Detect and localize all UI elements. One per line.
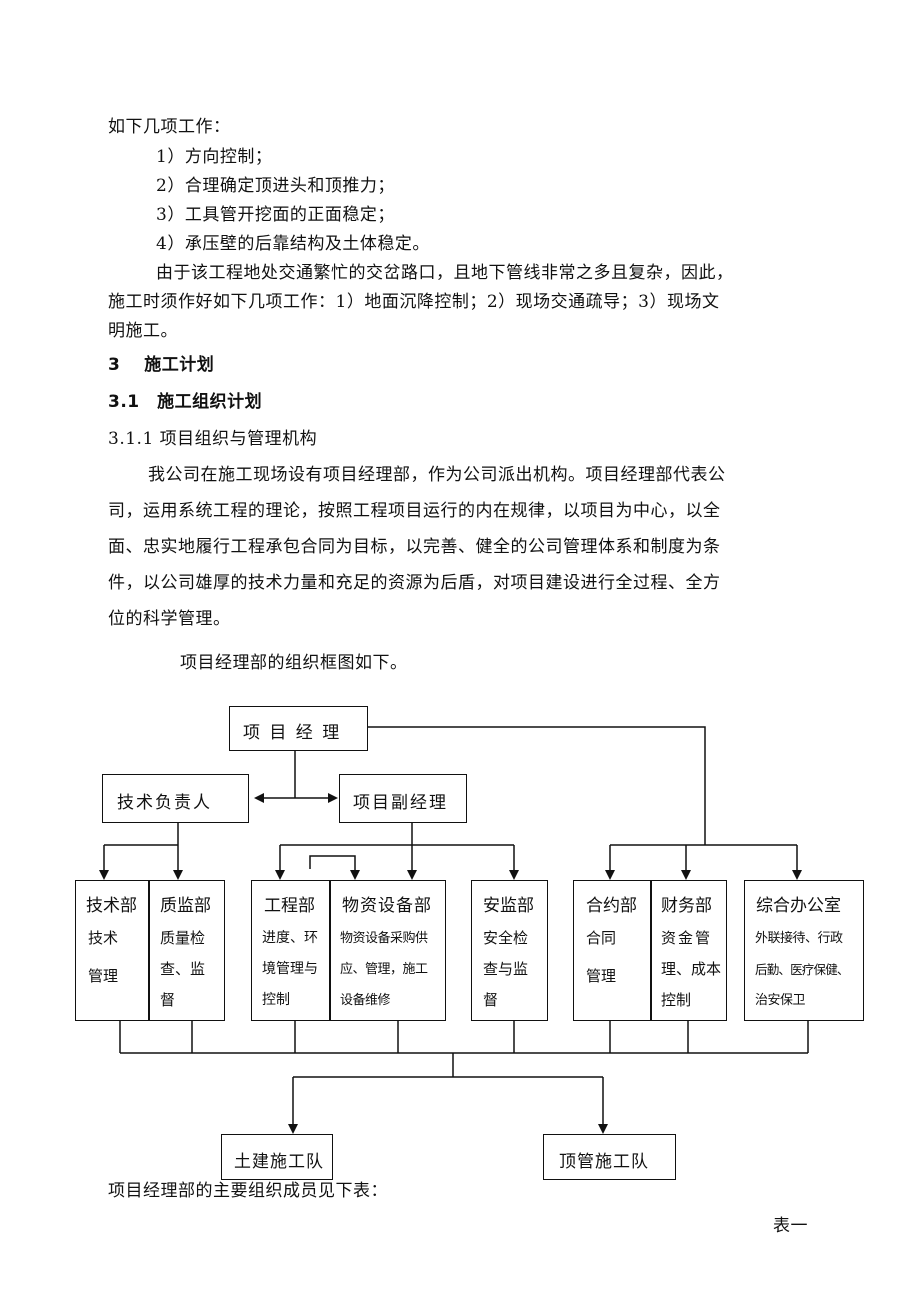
dept-duty: 境管理与 xyxy=(262,961,318,977)
dept-group-contract-finance: 合约部 合同 管理 财务部 资金管 理、成本 控制 xyxy=(573,880,727,1021)
paragraph-line: 我公司在施工现场设有项目经理部，作为公司派出机构。项目经理部代表公 xyxy=(148,465,726,485)
dept-duty: 管理 xyxy=(88,967,119,985)
list-item: 1）方向控制； xyxy=(156,147,273,167)
paragraph-line: 件，以公司雄厚的技术力量和充足的资源为后盾，对项目建设进行全过程、全方 xyxy=(108,573,721,593)
list-item: 3）工具管开挖面的正面稳定； xyxy=(156,205,395,225)
dept-duty: 资金管 xyxy=(661,929,713,947)
subsection-heading: 3.1 施工组织计划 xyxy=(108,392,263,412)
deputy-manager-box: 项目副经理 xyxy=(339,774,467,823)
dept-safety: 安监部 安全检 查与监 督 xyxy=(471,880,548,1021)
dept-duty: 控制 xyxy=(661,991,692,1009)
tech-lead-label: 技术负责人 xyxy=(117,793,212,813)
dept-duty: 质量检 xyxy=(160,929,206,947)
list-item: 2）合理确定顶进头和顶推力； xyxy=(156,176,395,196)
dept-name: 财务部 xyxy=(661,896,712,916)
list-item: 4）承压壁的后靠结构及土体稳定。 xyxy=(156,234,430,254)
pipe-jacking-team-box: 顶管施工队 xyxy=(543,1134,676,1180)
paragraph-line: 明施工。 xyxy=(108,321,178,341)
paragraph-line: 由于该工程地处交通繁忙的交岔路口，且地下管线非常之多且复杂，因此， xyxy=(156,263,734,283)
dept-duty: 应、管理，施工 xyxy=(340,962,428,977)
dept-group-tech-quality: 技术部 技术 管理 质监部 质量检 查、监 督 xyxy=(75,880,225,1021)
dept-name: 质监部 xyxy=(160,896,211,916)
dept-duty: 治安保卫 xyxy=(755,993,806,1008)
dept-duty: 后勤、医疗保健、 xyxy=(755,962,849,977)
dept-name: 安监部 xyxy=(483,896,534,916)
paragraph-line: 面、忠实地履行工程承包合同为目标，以完善、健全的公司管理体系和制度为条 xyxy=(108,537,721,557)
dept-duty: 合同 xyxy=(586,929,617,947)
deputy-manager-label: 项目副经理 xyxy=(353,793,448,813)
table-label: 表一 xyxy=(773,1216,808,1236)
section-heading: 3 施工计划 xyxy=(108,355,215,375)
dept-duty: 督 xyxy=(483,991,499,1009)
dept-duty: 安全检 xyxy=(483,929,529,947)
paragraph-line: 施工时须作好如下几项工作：1）地面沉降控制；2）现场交通疏导；3）现场文 xyxy=(108,292,720,312)
dept-name: 合约部 xyxy=(586,896,637,916)
tech-lead-box: 技术负责人 xyxy=(102,774,249,823)
dept-duty: 管理 xyxy=(586,967,617,985)
paragraph-line: 项目经理部的组织框图如下。 xyxy=(180,653,408,673)
dept-duty: 进度、环 xyxy=(262,930,318,946)
pipe-team-label: 顶管施工队 xyxy=(559,1152,649,1172)
project-manager-label: 项 目 经 理 xyxy=(243,723,342,743)
subsubsection-heading: 3.1.1 项目组织与管理机构 xyxy=(108,429,318,449)
dept-duty: 物资设备采购供 xyxy=(340,931,428,946)
paragraph-line: 司，运用系统工程的理论，按照工程项目运行的内在规律，以项目为中心，以全 xyxy=(108,501,721,521)
dept-name: 综合办公室 xyxy=(756,896,841,916)
dept-duty: 督 xyxy=(160,991,176,1009)
dept-general-office: 综合办公室 外联接待、行政 后勤、医疗保健、 治安保卫 xyxy=(744,880,864,1021)
dept-duty: 技术 xyxy=(88,929,119,947)
dept-duty: 控制 xyxy=(262,992,290,1008)
dept-duty: 外联接待、行政 xyxy=(755,931,843,946)
dept-duty: 理、成本 xyxy=(661,960,722,978)
project-manager-box: 项 目 经 理 xyxy=(229,706,368,751)
civil-team-label: 土建施工队 xyxy=(234,1152,324,1172)
dept-name: 物资设备部 xyxy=(342,896,432,916)
dept-duty: 设备维修 xyxy=(340,993,391,1008)
dept-name: 技术部 xyxy=(86,896,137,916)
civil-construction-team-box: 土建施工队 xyxy=(221,1134,333,1180)
paragraph-intro: 如下几项工作： xyxy=(108,117,231,137)
paragraph-line: 位的科学管理。 xyxy=(108,609,231,629)
dept-name: 工程部 xyxy=(264,896,315,916)
paragraph-line: 项目经理部的主要组织成员见下表： xyxy=(108,1181,388,1201)
dept-group-engineering-materials: 工程部 进度、环 境管理与 控制 物资设备部 物资设备采购供 应、管理，施工 设… xyxy=(251,880,446,1021)
dept-duty: 查与监 xyxy=(483,960,529,978)
dept-duty: 查、监 xyxy=(160,960,206,978)
